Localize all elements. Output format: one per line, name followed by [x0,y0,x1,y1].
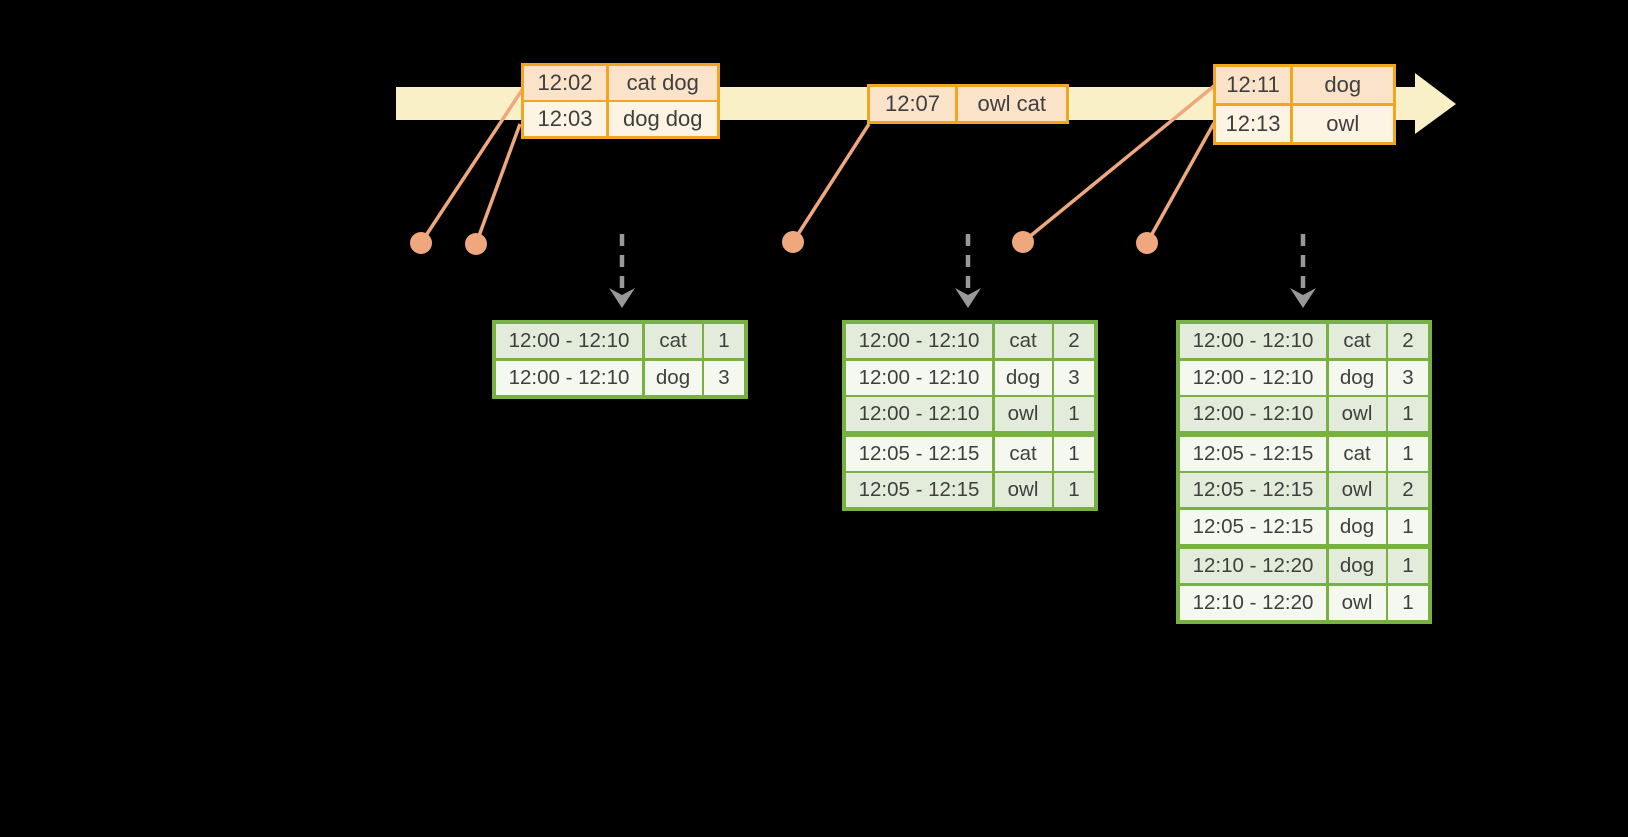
window-cell: 12:05 - 12:15 [1180,436,1326,471]
window-cell: 12:00 - 12:10 [1180,360,1326,395]
window-cell: 12:00 - 12:10 [1180,397,1326,431]
table-row: 12:05 - 12:15 cat 1 [1180,436,1428,471]
timeline-arrow-icon [1415,73,1456,134]
window-cell: 12:05 - 12:15 [1180,509,1326,544]
window-cell: 12:00 - 12:10 [496,324,642,358]
count-cell: 1 [1388,509,1428,544]
count-cell: 1 [1388,585,1428,620]
word-cell: dog [994,360,1052,395]
word-cell: owl [994,473,1052,507]
window-cell: 12:00 - 12:10 [846,324,992,358]
word-cell: cat [644,324,702,358]
word-cell: cat [1328,436,1386,471]
event-words-cell: owl [1292,105,1393,142]
table-row: 12:00 - 12:10 cat 2 [1180,324,1428,358]
event-dot-icon [410,232,432,254]
count-cell: 1 [1388,549,1428,583]
event-words-cell: owl cat [957,87,1066,121]
result-table-2: 12:00 - 12:10 cat 2 12:00 - 12:10 dog 3 … [842,320,1098,511]
count-cell: 2 [1054,324,1094,358]
word-cell: dog [1328,549,1386,583]
event-connector-line [791,123,871,243]
table-row: 12:10 - 12:20 owl 1 [1180,585,1428,620]
count-cell: 1 [1054,397,1094,431]
count-cell: 2 [1388,473,1428,507]
count-cell: 1 [1054,473,1094,507]
count-cell: 3 [1388,360,1428,395]
table-row: 12:00 - 12:10 owl 1 [1180,397,1428,431]
event-connector-line [474,123,522,245]
result-table-3: 12:00 - 12:10 cat 2 12:00 - 12:10 dog 3 … [1176,320,1432,624]
word-cell: owl [1328,585,1386,620]
table-row: 12:00 - 12:10 cat 1 [496,324,744,358]
window-cell: 12:10 - 12:20 [1180,585,1326,620]
event-dot-icon [1136,232,1158,254]
event-time-cell: 12:02 [524,66,606,100]
event-words-cell: cat dog [608,66,717,100]
word-cell: owl [1328,397,1386,431]
word-cell: cat [1328,324,1386,358]
table-row: 12:05 - 12:15 cat 1 [846,436,1094,471]
event-dot-icon [782,231,804,253]
count-cell: 1 [1388,436,1428,471]
table-row: 12:00 - 12:10 dog 3 [846,360,1094,395]
word-cell: dog [1328,509,1386,544]
table-row: 12:00 - 12:10 owl 1 [846,397,1094,431]
event-connector-line [419,86,526,244]
table-row: 12:00 - 12:10 cat 2 [846,324,1094,358]
table-row: 12:05 - 12:15 dog 1 [1180,509,1428,544]
event-time-cell: 12:11 [1216,67,1290,104]
event-connector-line [1145,122,1216,244]
window-cell: 12:10 - 12:20 [1180,549,1326,583]
arrow-down-icon [1290,288,1316,308]
event-box-1207: 12:07 owl cat [867,84,1069,124]
count-cell: 3 [1054,360,1094,395]
event-dot-icon [465,233,487,255]
event-words-cell: dog dog [608,102,717,136]
arrow-down-icon [955,288,981,308]
event-time-cell: 12:03 [524,102,606,136]
window-cell: 12:00 - 12:10 [846,397,992,431]
window-cell: 12:00 - 12:10 [1180,324,1326,358]
event-words-cell: dog [1292,67,1393,104]
event-dot-icon [1012,231,1034,253]
table-row: 12:05 - 12:15 owl 2 [1180,473,1428,507]
event-time-cell: 12:07 [870,87,955,121]
count-cell: 1 [1388,397,1428,431]
arrow-down-icon [609,288,635,308]
event-time-cell: 12:13 [1216,105,1290,142]
table-row: 12:10 - 12:20 dog 1 [1180,549,1428,583]
count-cell: 2 [1388,324,1428,358]
event-box-1202-1203: 12:02 cat dog 12:03 dog dog [521,63,720,139]
word-cell: dog [1328,360,1386,395]
result-table-1: 12:00 - 12:10 cat 1 12:00 - 12:10 dog 3 [492,320,748,399]
window-cell: 12:05 - 12:15 [1180,473,1326,507]
window-cell: 12:05 - 12:15 [846,436,992,471]
count-cell: 1 [704,324,744,358]
word-cell: cat [994,436,1052,471]
table-row: 12:00 - 12:10 dog 3 [1180,360,1428,395]
word-cell: cat [994,324,1052,358]
count-cell: 1 [1054,436,1094,471]
table-row: 12:05 - 12:15 owl 1 [846,473,1094,507]
word-cell: dog [644,360,702,395]
word-cell: owl [1328,473,1386,507]
event-connector-line [1021,84,1216,244]
window-cell: 12:00 - 12:10 [846,360,992,395]
count-cell: 3 [704,360,744,395]
window-cell: 12:00 - 12:10 [496,360,642,395]
word-cell: owl [994,397,1052,431]
table-row: 12:00 - 12:10 dog 3 [496,360,744,395]
event-box-1211-1213: 12:11 dog 12:13 owl [1213,64,1396,145]
window-cell: 12:05 - 12:15 [846,473,992,507]
